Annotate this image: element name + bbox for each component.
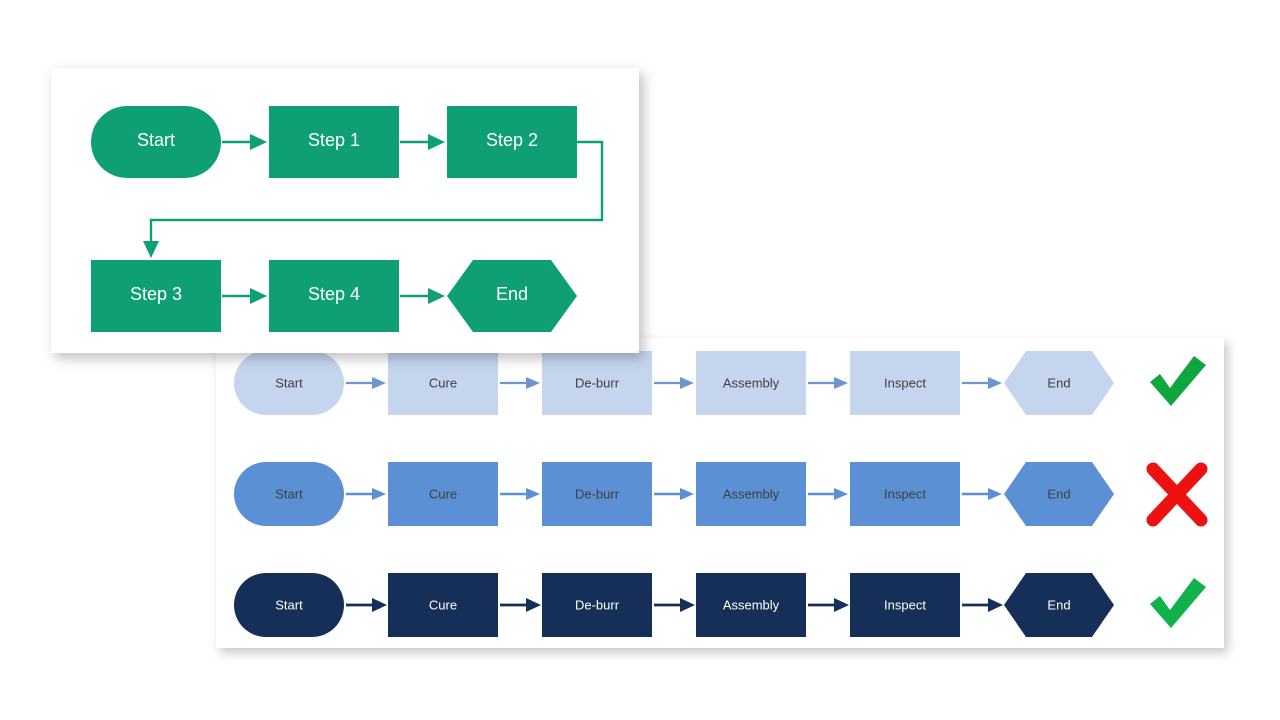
connector-arrow — [808, 488, 848, 500]
connector-arrow — [654, 377, 694, 389]
connector-arrow — [654, 598, 695, 612]
node-assembly-light[interactable]: Assembly — [696, 351, 806, 415]
process-row-dark-navy[interactable]: Start Cure De-burr — [234, 573, 1206, 637]
node-label: Cure — [429, 375, 457, 390]
node-label: Start — [137, 130, 175, 150]
node-label: De-burr — [575, 486, 620, 501]
connector-arrow — [962, 377, 1002, 389]
process-comparison-panel: Start Cure De-burr — [216, 338, 1224, 648]
green-flowchart-panel: Start Step 1 Step 2 Step 3 — [51, 68, 639, 353]
node-cure-medium[interactable]: Cure — [388, 462, 498, 526]
node-label: De-burr — [575, 375, 620, 390]
node-label: Step 4 — [308, 284, 360, 304]
node-deburr-light[interactable]: De-burr — [542, 351, 652, 415]
node-label: Step 2 — [486, 130, 538, 150]
node-label: End — [1047, 375, 1070, 390]
connector-step3-step4 — [222, 288, 267, 304]
node-cure-dark[interactable]: Cure — [388, 573, 498, 637]
node-step3-green[interactable]: Step 3 — [91, 260, 221, 332]
node-label: End — [1047, 486, 1070, 501]
node-label: End — [496, 284, 528, 304]
node-inspect-medium[interactable]: Inspect — [850, 462, 960, 526]
connector-arrow — [500, 488, 540, 500]
connector-arrow — [500, 598, 541, 612]
node-inspect-light[interactable]: Inspect — [850, 351, 960, 415]
process-comparison-diagram: Start Cure De-burr — [234, 351, 1208, 637]
connector-arrow — [962, 598, 1003, 612]
node-assembly-dark[interactable]: Assembly — [696, 573, 806, 637]
node-label: Assembly — [723, 597, 780, 612]
connector-arrow — [346, 488, 386, 500]
connector-arrow — [346, 377, 386, 389]
node-label: Assembly — [723, 375, 780, 390]
node-label: Start — [275, 375, 303, 390]
green-flowchart-diagram: Start Step 1 Step 2 Step 3 — [91, 106, 604, 332]
node-label: Inspect — [884, 486, 926, 501]
node-start-light[interactable]: Start — [234, 351, 344, 415]
node-label: Cure — [429, 597, 457, 612]
status-cross-icon — [1146, 462, 1208, 527]
connector-start-step1 — [222, 134, 267, 150]
connector-step1-step2 — [400, 134, 445, 150]
node-label: Inspect — [884, 375, 926, 390]
connector-step2-step3-elbow — [143, 140, 604, 258]
node-deburr-medium[interactable]: De-burr — [542, 462, 652, 526]
status-check-icon — [1150, 356, 1206, 406]
node-label: Cure — [429, 486, 457, 501]
node-label: Assembly — [723, 486, 780, 501]
node-label: End — [1047, 597, 1070, 612]
node-start-dark[interactable]: Start — [234, 573, 344, 637]
node-inspect-dark[interactable]: Inspect — [850, 573, 960, 637]
node-label: Inspect — [884, 597, 926, 612]
node-end-medium[interactable]: End — [1004, 462, 1114, 526]
node-cure-light[interactable]: Cure — [388, 351, 498, 415]
connector-arrow — [808, 598, 849, 612]
node-label: De-burr — [575, 597, 620, 612]
process-row-medium-blue[interactable]: Start Cure De-burr — [234, 462, 1208, 527]
node-label: Start — [275, 597, 303, 612]
node-label: Start — [275, 486, 303, 501]
connector-arrow — [654, 488, 694, 500]
connector-arrow — [962, 488, 1002, 500]
connector-arrow — [808, 377, 848, 389]
status-check-icon — [1150, 578, 1206, 628]
node-end-dark[interactable]: End — [1004, 573, 1114, 637]
node-deburr-dark[interactable]: De-burr — [542, 573, 652, 637]
node-end-light[interactable]: End — [1004, 351, 1114, 415]
node-label: Step 1 — [308, 130, 360, 150]
node-step2-green[interactable]: Step 2 — [447, 106, 577, 178]
process-row-light-blue[interactable]: Start Cure De-burr — [234, 351, 1206, 415]
node-end-green[interactable]: End — [447, 260, 577, 332]
connector-arrow — [346, 598, 387, 612]
node-start-medium[interactable]: Start — [234, 462, 344, 526]
node-assembly-medium[interactable]: Assembly — [696, 462, 806, 526]
node-step1-green[interactable]: Step 1 — [269, 106, 399, 178]
node-step4-green[interactable]: Step 4 — [269, 260, 399, 332]
node-start-green[interactable]: Start — [91, 106, 221, 178]
node-label: Step 3 — [130, 284, 182, 304]
connector-arrow — [500, 377, 540, 389]
connector-step4-end — [400, 288, 445, 304]
